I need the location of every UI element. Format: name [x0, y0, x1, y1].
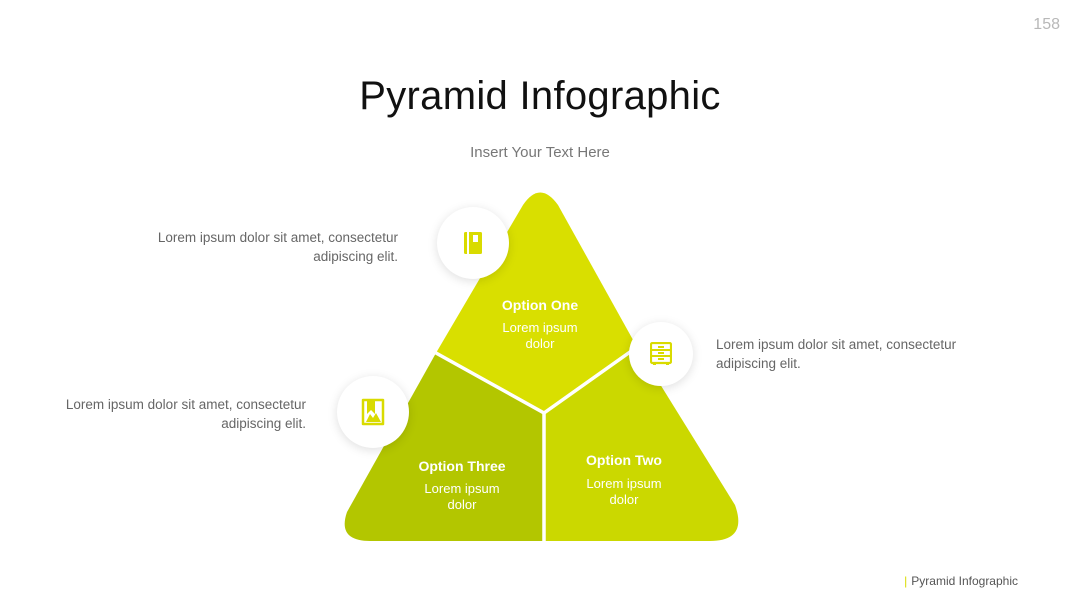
- footer-accent-bar: |: [904, 574, 908, 588]
- option-one-description-line1: Lorem ipsum dolor sit amet, consectetur: [157, 230, 398, 245]
- option-one-text-line2: dolor: [526, 336, 556, 351]
- option-two-description: Lorem ipsum dolor sit amet, consectetur …: [716, 335, 996, 373]
- option-two-text-line1: Lorem ipsum: [586, 476, 661, 491]
- option-three-description-line1: Lorem ipsum dolor sit amet, consectetur: [65, 397, 306, 412]
- option-one-description: Lorem ipsum dolor sit amet, consectetur …: [120, 228, 398, 266]
- page-subtitle: Insert Your Text Here: [470, 144, 610, 161]
- option-three-description: Lorem ipsum dolor sit amet, consectetur …: [28, 395, 306, 433]
- option-three-description-line2: adipiscing elit.: [221, 416, 306, 431]
- option-two-icon-circle: [629, 322, 693, 386]
- option-two-text-line2: dolor: [610, 492, 640, 507]
- option-three-text-line1: Lorem ipsum: [424, 481, 499, 496]
- segment-option-two[interactable]: [544, 347, 739, 541]
- file-cabinet-icon: [650, 342, 672, 365]
- page-title: Pyramid Infographic: [359, 74, 721, 118]
- option-one-description-line2: adipiscing elit.: [313, 249, 398, 264]
- page-number: 158: [1033, 16, 1060, 33]
- option-three-text-line2: dolor: [448, 497, 478, 512]
- option-two-description-line2: adipiscing elit.: [716, 356, 801, 371]
- option-three-title: Option Three: [418, 458, 505, 474]
- option-three-icon-circle: [337, 376, 409, 448]
- notebook-icon: [464, 232, 482, 254]
- option-one-text-line1: Lorem ipsum: [502, 320, 577, 335]
- option-two-title: Option Two: [586, 452, 662, 468]
- segment-option-one[interactable]: [436, 192, 637, 414]
- footer: |Pyramid Infographic: [904, 574, 1018, 588]
- option-one-icon-circle: [437, 207, 509, 279]
- footer-label: Pyramid Infographic: [911, 574, 1018, 588]
- option-two-description-line1: Lorem ipsum dolor sit amet, consectetur: [716, 337, 957, 352]
- segment-option-three[interactable]: [344, 353, 544, 541]
- option-one-title: Option One: [502, 297, 578, 313]
- bookmark-book-icon: [361, 398, 385, 426]
- segment-dividers: [434, 345, 639, 543]
